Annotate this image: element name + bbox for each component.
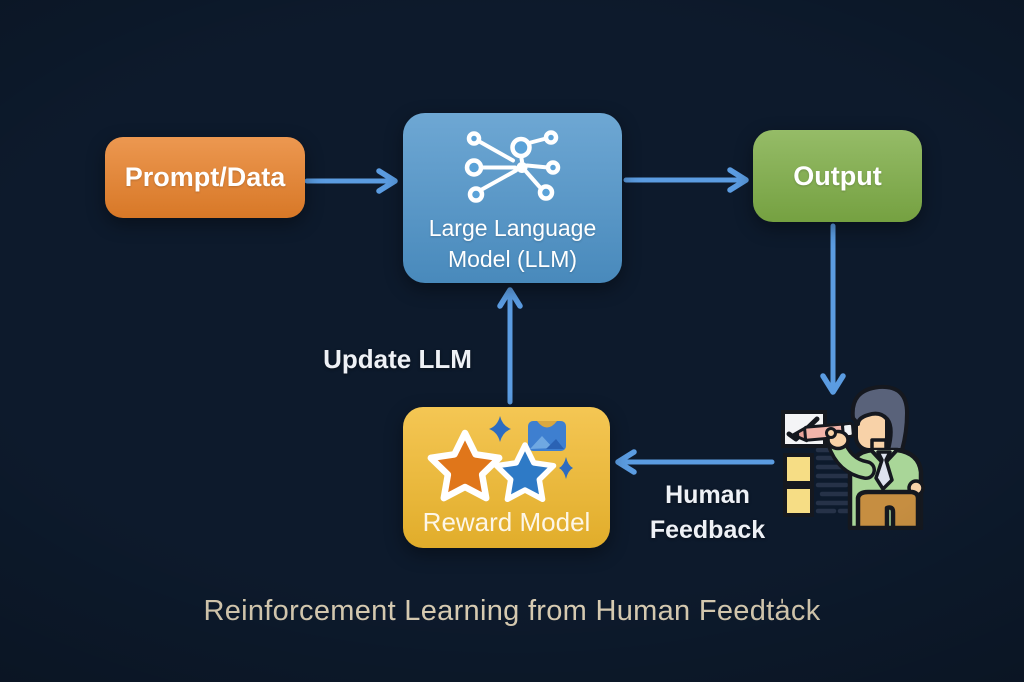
sparkle-icon <box>489 416 511 442</box>
checklist-square <box>783 453 814 485</box>
human-feedback-line2: Feedback <box>649 516 766 544</box>
prompt-data-label: Prompt/Data <box>124 162 286 192</box>
pants <box>855 489 921 530</box>
sparkle-icon <box>559 457 573 479</box>
annotator-person <box>791 384 925 530</box>
llm-label-line2: Model (LLM) <box>447 246 578 272</box>
checklist-square <box>783 485 814 517</box>
orange-star-icon <box>427 429 503 502</box>
image-badge-icon <box>528 421 566 451</box>
center-node <box>516 162 527 173</box>
llm-node: Large Language Model (LLM) <box>403 113 622 283</box>
output-label: Output <box>793 160 882 191</box>
reward-model-node: Reward Model <box>403 407 610 548</box>
human-feedback-label: Human Feedback <box>615 478 800 548</box>
thumb <box>825 427 837 439</box>
tie <box>874 450 894 491</box>
diagram-title: Reinforcement Learning from Human Feedta… <box>203 595 821 627</box>
update-llm-label: Update LLM <box>323 344 472 374</box>
human-feedback-line1: Human <box>665 481 750 509</box>
prompt-data-node: Prompt/Data <box>105 137 305 218</box>
human-annotator-illustration <box>781 384 925 530</box>
reward-icons <box>427 416 573 503</box>
llm-label-line1: Large Language <box>428 215 597 241</box>
neural-network-icon <box>464 130 560 203</box>
blue-star-icon <box>493 442 557 503</box>
reward-model-label: Reward Model <box>422 507 591 537</box>
output-node: Output <box>753 130 922 222</box>
